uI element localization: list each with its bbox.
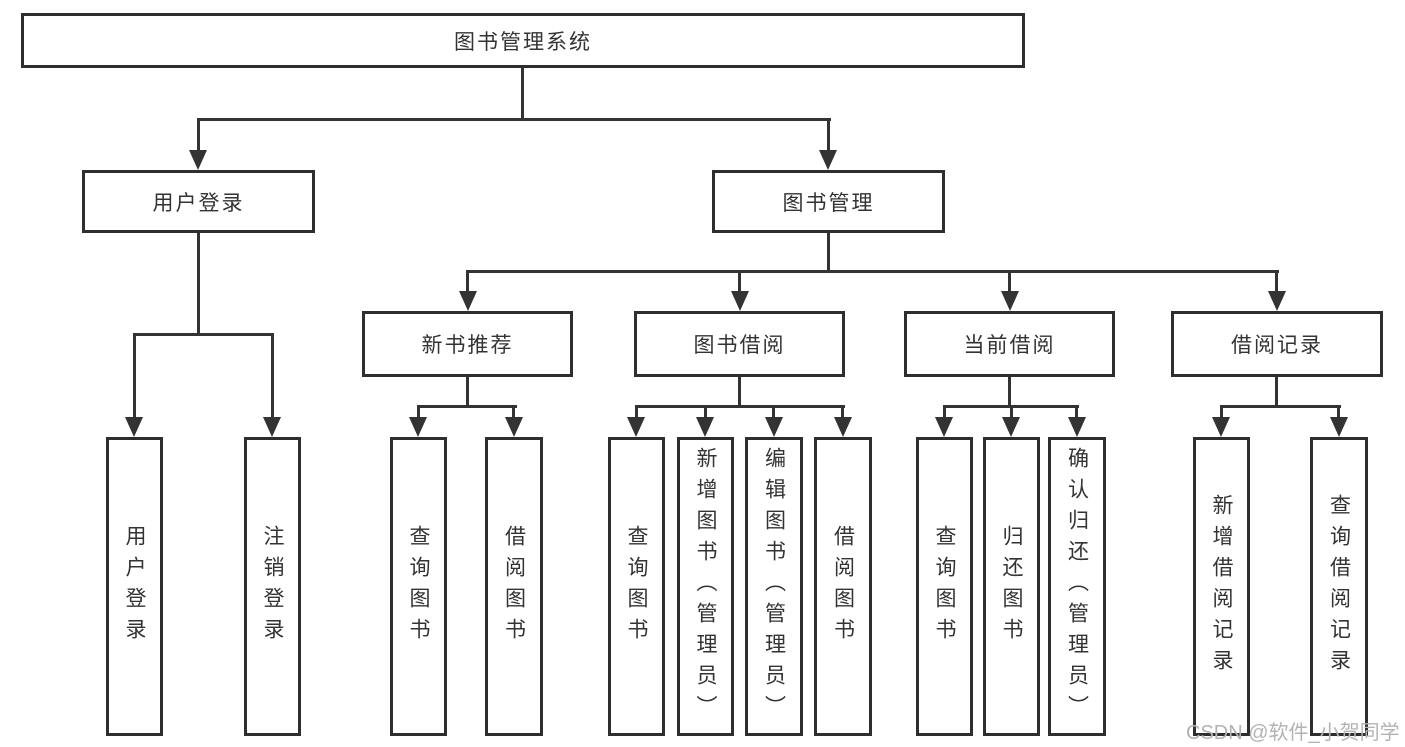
arrow-down-icon	[1330, 417, 1348, 437]
leaf-label: 查询图书	[933, 524, 956, 649]
connector-drop-leaf	[417, 405, 420, 419]
connector-drop-leaf	[133, 333, 136, 419]
node-label: 图书管理系统	[454, 30, 592, 54]
connector-drop-leaf	[1220, 405, 1223, 419]
connector-drop-leaf	[1075, 405, 1078, 419]
connector-group-rail	[1220, 405, 1341, 408]
connector-book-management-rail	[466, 270, 1279, 273]
node-label: 图书借阅	[693, 334, 786, 357]
leaf-logout: 注销登录	[244, 437, 301, 736]
node-current-borrowing: 当前借阅	[904, 311, 1115, 377]
connector-drop-leaf	[512, 405, 515, 419]
arrow-down-icon	[819, 150, 837, 170]
connector-group-rail	[417, 405, 517, 408]
arrow-down-icon	[1212, 417, 1230, 437]
node-book-management: 图书管理	[712, 170, 945, 233]
connector-root-stem	[521, 68, 524, 121]
arrow-down-icon	[765, 417, 783, 437]
arrow-down-icon	[125, 417, 143, 437]
node-book-borrowing: 图书借阅	[634, 311, 845, 377]
arrow-down-icon	[834, 417, 852, 437]
leaf-label: 用户登录	[123, 524, 146, 649]
connector-drop-leaf	[943, 405, 946, 419]
arrow-down-icon	[935, 417, 953, 437]
leaf-query-books-2: 查询图书	[608, 437, 665, 736]
connector-root-rail	[197, 118, 831, 121]
connector-drop-book-borrow	[738, 270, 741, 293]
leaf-add-borrow-record: 新增借阅记录	[1193, 437, 1250, 736]
leaf-label: 注销登录	[261, 524, 284, 649]
arrow-down-icon	[731, 291, 749, 311]
leaf-label: 借阅图书	[831, 524, 855, 649]
leaf-label: 查询图书	[407, 524, 430, 649]
node-library-management-system: 图书管理系统	[21, 13, 1025, 68]
leaf-label: 借阅图书	[502, 524, 526, 649]
connector-group-stem	[1008, 377, 1011, 408]
connector-group-stem	[1275, 377, 1278, 408]
leaf-label: 查询图书	[625, 524, 648, 649]
connector-drop-new-books	[466, 270, 469, 293]
leaf-label: 新增图书（管理员）	[694, 447, 717, 726]
node-label: 新书推荐	[421, 334, 514, 357]
connector-drop-leaf	[1337, 405, 1340, 419]
connector-drop-current-borrow	[1008, 270, 1011, 293]
leaf-query-books-1: 查询图书	[390, 437, 447, 736]
connector-book-management-stem	[827, 233, 830, 273]
node-borrowing-records: 借阅记录	[1171, 311, 1383, 377]
leaf-borrow-books-1: 借阅图书	[485, 437, 543, 736]
connector-user-login-rail	[133, 333, 274, 336]
connector-group-stem	[466, 377, 469, 408]
node-label: 图书管理	[782, 191, 875, 215]
arrow-down-icon	[1268, 291, 1286, 311]
connector-user-login-stem	[197, 233, 200, 336]
leaf-query-borrow-record: 查询借阅记录	[1310, 437, 1368, 736]
node-new-book-recommend: 新书推荐	[362, 311, 573, 377]
arrow-down-icon	[189, 150, 207, 170]
connector-drop-leaf	[635, 405, 638, 419]
leaf-borrow-books-2: 借阅图书	[814, 437, 872, 736]
leaf-query-books-3: 查询图书	[916, 437, 973, 736]
arrow-down-icon	[1001, 291, 1019, 311]
connector-drop-leaf	[1010, 405, 1013, 419]
connector-drop-leaf	[704, 405, 707, 419]
node-label: 当前借阅	[963, 334, 1056, 357]
connector-drop-book-management	[827, 118, 830, 152]
leaf-return-books: 归还图书	[983, 437, 1040, 736]
leaf-label: 查询借阅记录	[1327, 493, 1351, 680]
arrow-down-icon	[1068, 417, 1086, 437]
connector-drop-borrow-records	[1275, 270, 1278, 293]
connector-group-stem	[738, 377, 741, 408]
arrow-down-icon	[459, 291, 477, 311]
arrow-down-icon	[1002, 417, 1020, 437]
leaf-add-books-admin: 新增图书（管理员）	[677, 437, 734, 736]
csdn-watermark: CSDN @软件_小贺同学	[1186, 722, 1400, 744]
connector-group-rail	[635, 405, 845, 408]
node-user-login: 用户登录	[82, 170, 315, 233]
node-label: 借阅记录	[1231, 334, 1323, 357]
leaf-edit-books-admin: 编辑图书（管理员）	[745, 437, 803, 736]
arrow-down-icon	[409, 417, 427, 437]
leaf-label: 归还图书	[1000, 524, 1023, 649]
connector-drop-leaf	[772, 405, 775, 419]
arrow-down-icon	[263, 417, 281, 437]
leaf-label: 编辑图书（管理员）	[762, 447, 786, 726]
leaf-label: 新增借阅记录	[1210, 493, 1233, 680]
leaf-user-login: 用户登录	[106, 437, 163, 736]
leaf-label: 确认归还（管理员）	[1065, 447, 1089, 726]
arrow-down-icon	[627, 417, 645, 437]
arrow-down-icon	[696, 417, 714, 437]
connector-drop-leaf	[841, 405, 844, 419]
arrow-down-icon	[505, 417, 523, 437]
connector-drop-user-login	[197, 118, 200, 152]
leaf-confirm-return-admin: 确认归还（管理员）	[1048, 437, 1106, 736]
connector-drop-leaf	[271, 333, 274, 419]
node-label: 用户登录	[152, 191, 245, 215]
